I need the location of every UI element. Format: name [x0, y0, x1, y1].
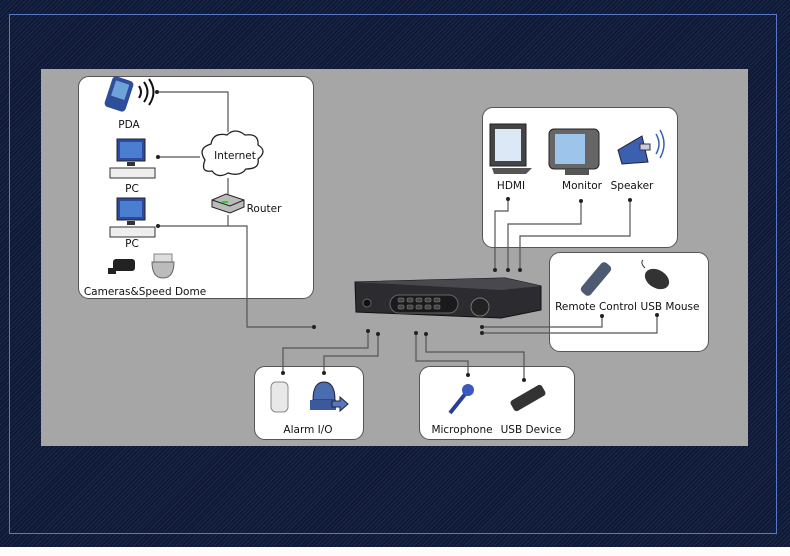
microphone-icon — [448, 384, 474, 415]
alarm-io-label: Alarm I/O — [283, 424, 333, 436]
remote-control-icon — [580, 262, 612, 296]
line-alarm-in — [282, 331, 369, 373]
mouse-icon — [641, 259, 670, 290]
dvr-device — [354, 277, 542, 319]
cameras-label: Cameras&Speed Dome — [83, 286, 207, 298]
line-remote — [482, 316, 603, 328]
line-usb — [425, 334, 525, 380]
line-monitor — [507, 201, 582, 270]
monitor-icon — [548, 128, 600, 175]
pc-icon — [109, 138, 156, 179]
speaker-icon — [617, 129, 665, 165]
remote-control-label: Remote Control — [555, 301, 637, 313]
line-hdmi — [494, 199, 509, 270]
microphone-label: Microphone — [431, 424, 493, 436]
line-pc2-dvr — [158, 225, 314, 328]
pir-sensor-icon — [270, 381, 289, 413]
audio-usb-group-box — [419, 366, 575, 440]
line-mouse — [482, 315, 658, 334]
camera-icon — [108, 259, 135, 274]
pc-label: PC — [125, 238, 139, 250]
pda-label: PDA — [118, 119, 140, 131]
pda-icon — [104, 76, 155, 112]
control-group-box — [549, 252, 709, 352]
pc-icon — [109, 197, 156, 238]
hdmi-display-icon — [489, 123, 532, 174]
line-speaker — [519, 200, 631, 270]
speaker-label: Speaker — [610, 180, 654, 192]
line-mic — [415, 333, 469, 375]
alarm-output-icon — [310, 381, 349, 413]
speed-dome-icon — [151, 253, 175, 279]
connection-lines — [157, 91, 658, 380]
hdmi-label: HDMI — [496, 180, 526, 192]
connection-dots — [155, 90, 659, 382]
router-label: Router — [246, 203, 282, 215]
line-alarm-out — [323, 334, 379, 373]
usb-device-label: USB Device — [500, 424, 562, 436]
internet-label: Internet — [214, 150, 256, 162]
usb-mouse-label: USB Mouse — [640, 301, 700, 313]
line-pda — [157, 91, 229, 132]
internet-cloud-icon — [201, 130, 264, 177]
usb-device-icon — [510, 384, 546, 412]
pc-label: PC — [125, 183, 139, 195]
frame-border — [9, 14, 777, 534]
router-icon — [211, 193, 245, 214]
monitor-label: Monitor — [562, 180, 602, 192]
